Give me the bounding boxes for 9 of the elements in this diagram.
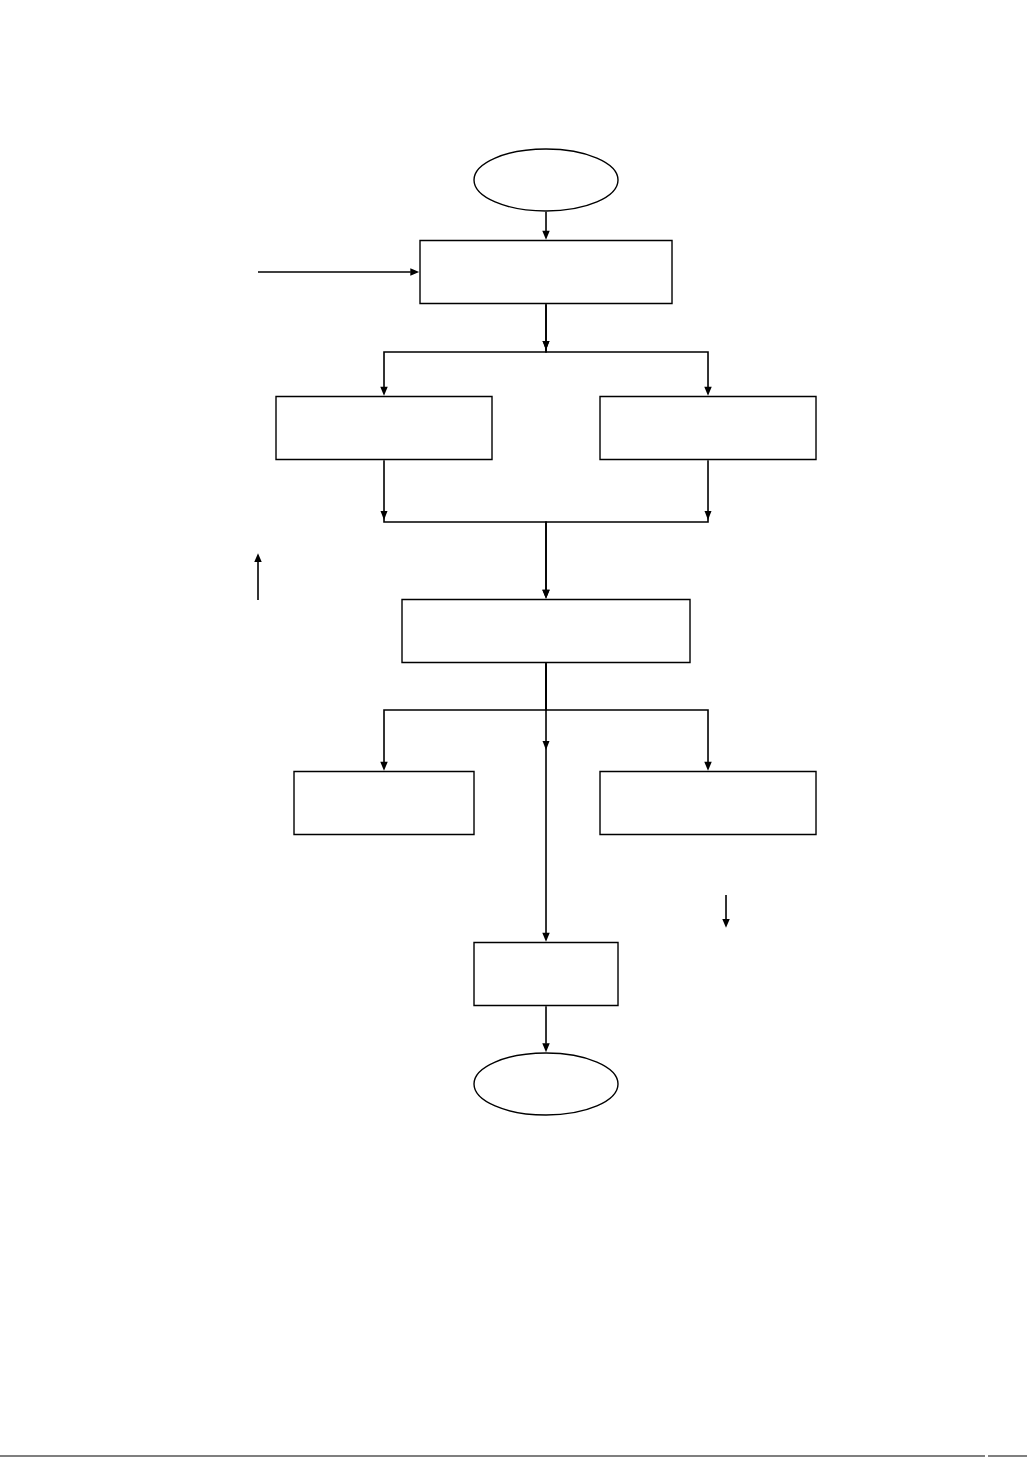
terminal-ellipse — [473, 1052, 619, 1116]
process-box — [599, 395, 817, 461]
process-box — [599, 770, 817, 836]
process-box — [293, 770, 475, 836]
process-box — [419, 239, 673, 305]
process-box — [473, 941, 619, 1007]
terminal-ellipse — [473, 148, 619, 212]
process-box — [401, 598, 691, 664]
process-box — [275, 395, 493, 461]
